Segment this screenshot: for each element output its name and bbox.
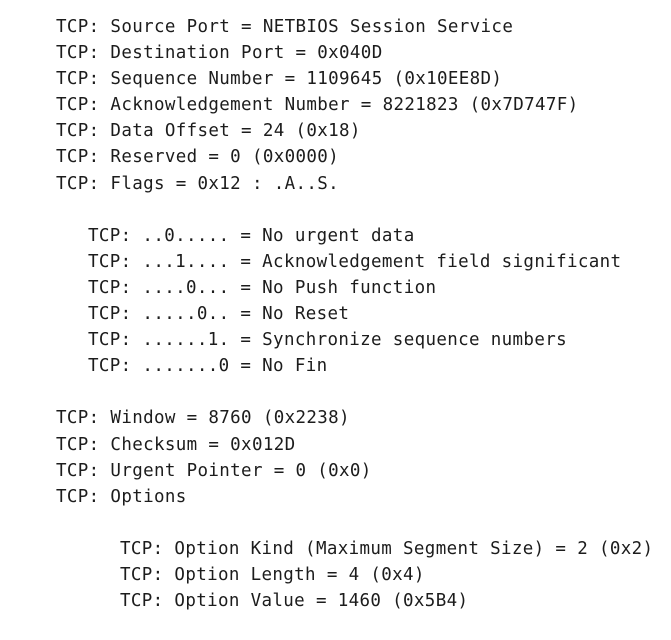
tcp-data-offset: TCP: Data Offset = 24 (0x18) <box>56 121 361 142</box>
tcp-option-length: TCP: Option Length = 4 (0x4) <box>120 564 425 585</box>
tcp-flag-fin: TCP: .......0 = No Fin <box>88 356 328 377</box>
tcp-flags: TCP: Flags = 0x12 : .A..S. <box>56 173 340 194</box>
tcp-urgent-pointer: TCP: Urgent Pointer = 0 (0x0) <box>56 460 372 481</box>
tcp-checksum: TCP: Checksum = 0x012D <box>56 434 296 455</box>
tcp-source-port: TCP: Source Port = NETBIOS Session Servi… <box>56 17 514 37</box>
tcp-flag-reset: TCP: .....0.. = No Reset <box>88 304 350 325</box>
tcp-destination-port: TCP: Destination Port = 0x040D <box>56 43 383 64</box>
spacer <box>0 379 671 405</box>
tcp-sequence-number: TCP: Sequence Number = 1109645 (0x10EE8D… <box>56 69 503 90</box>
tcp-option-value: TCP: Option Value = 1460 (0x5B4) <box>120 591 469 612</box>
tcp-acknowledgement-number: TCP: Acknowledgement Number = 8221823 (0… <box>56 95 579 116</box>
spacer <box>0 510 671 536</box>
tcp-window: TCP: Window = 8760 (0x2238) <box>56 408 350 429</box>
tcp-reserved: TCP: Reserved = 0 (0x0000) <box>56 147 340 168</box>
tcp-flag-ack: TCP: ...1.... = Acknowledgement field si… <box>88 251 622 272</box>
tcp-decode-listing: TCP: Source Port = NETBIOS Session Servi… <box>0 14 671 614</box>
spacer <box>0 197 671 223</box>
tcp-option-kind: TCP: Option Kind (Maximum Segment Size) … <box>120 538 654 559</box>
tcp-options: TCP: Options <box>56 486 187 507</box>
tcp-flag-push: TCP: ....0... = No Push function <box>88 277 437 298</box>
tcp-flag-syn: TCP: ......1. = Synchronize sequence num… <box>88 330 567 351</box>
tcp-flag-urgent: TCP: ..0..... = No urgent data <box>88 225 415 246</box>
